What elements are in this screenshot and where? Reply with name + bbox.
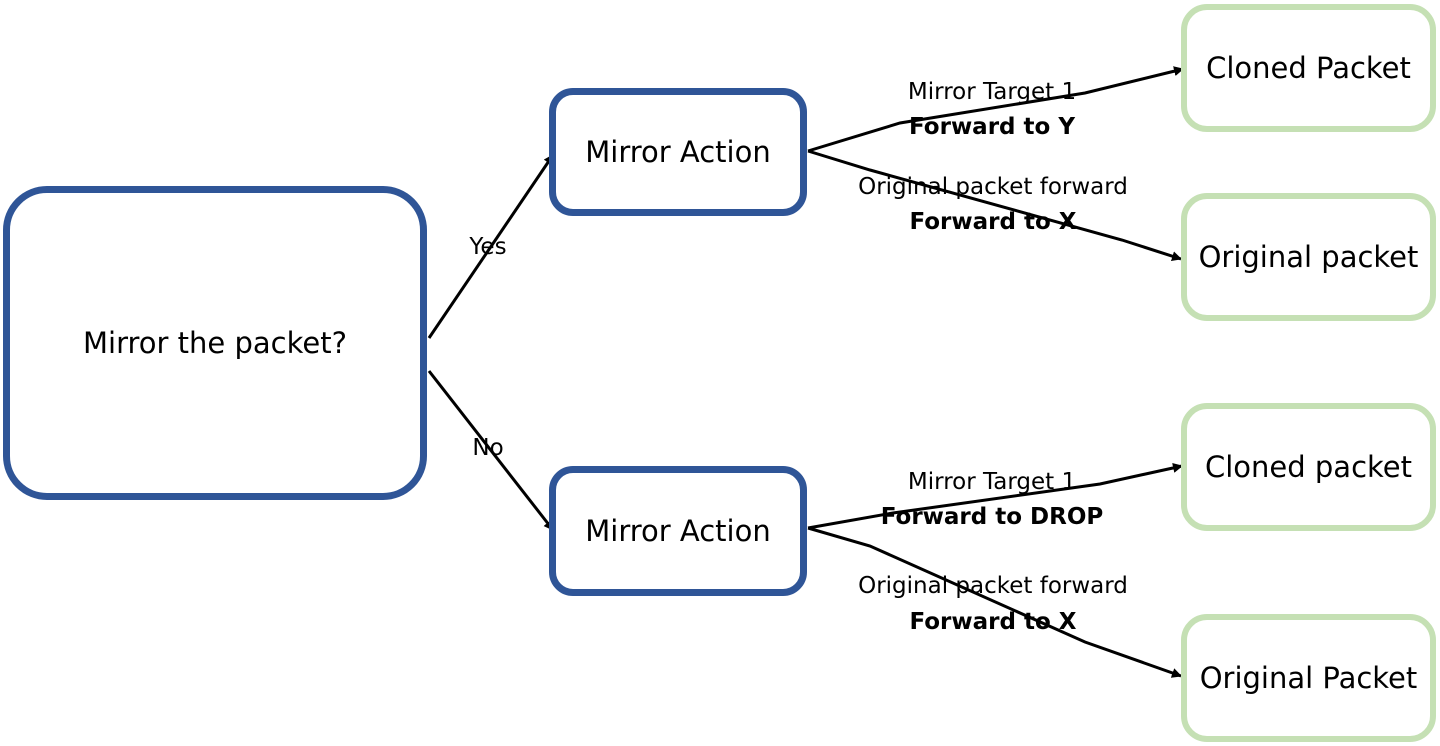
edge-label-no-clone-target: Mirror Target 1 — [907, 469, 1077, 495]
cloned-packet-node-no: Cloned packet — [1181, 403, 1436, 531]
edge-label-no-clone-forward: Forward to DROP — [880, 504, 1104, 530]
edge-no-original — [807, 526, 1182, 678]
original-packet-label-no: Original Packet — [1199, 661, 1418, 695]
original-packet-label-yes: Original packet — [1198, 240, 1419, 274]
edge-label-yes: Yes — [469, 234, 507, 260]
edge-no-clone — [807, 463, 1183, 530]
cloned-packet-label-yes: Cloned Packet — [1206, 51, 1411, 85]
mirror-action-node-yes: Mirror Action — [549, 88, 807, 216]
decision-label: Mirror the packet? — [83, 326, 347, 360]
decision-node: Mirror the packet? — [3, 186, 427, 500]
edge-label-yes-original-target: Forward to X — [909, 209, 1077, 235]
edge-no — [427, 370, 555, 531]
edge-yes-original — [807, 149, 1182, 262]
mirror-action-label-yes: Mirror Action — [585, 135, 771, 169]
original-packet-node-no: Original Packet — [1181, 614, 1436, 742]
edge-label-yes-clone-target: Mirror Target 1 — [907, 79, 1077, 105]
original-packet-node-yes: Original packet — [1181, 193, 1436, 321]
edge-label-no-original-target: Forward to X — [909, 609, 1077, 635]
edge-label-yes-clone-forward: Forward to Y — [909, 114, 1075, 140]
edge-yes-clone — [807, 66, 1184, 153]
mirror-action-node-no: Mirror Action — [549, 466, 807, 596]
mirror-action-label-no: Mirror Action — [585, 514, 771, 548]
edge-label-no-original-forward: Original packet forward — [858, 573, 1128, 599]
cloned-packet-label-no: Cloned packet — [1205, 450, 1412, 484]
edge-yes — [427, 154, 555, 339]
cloned-packet-node-yes: Cloned Packet — [1181, 4, 1436, 132]
edge-label-no: No — [472, 435, 504, 461]
edge-label-yes-original-forward: Original packet forward — [858, 174, 1128, 200]
